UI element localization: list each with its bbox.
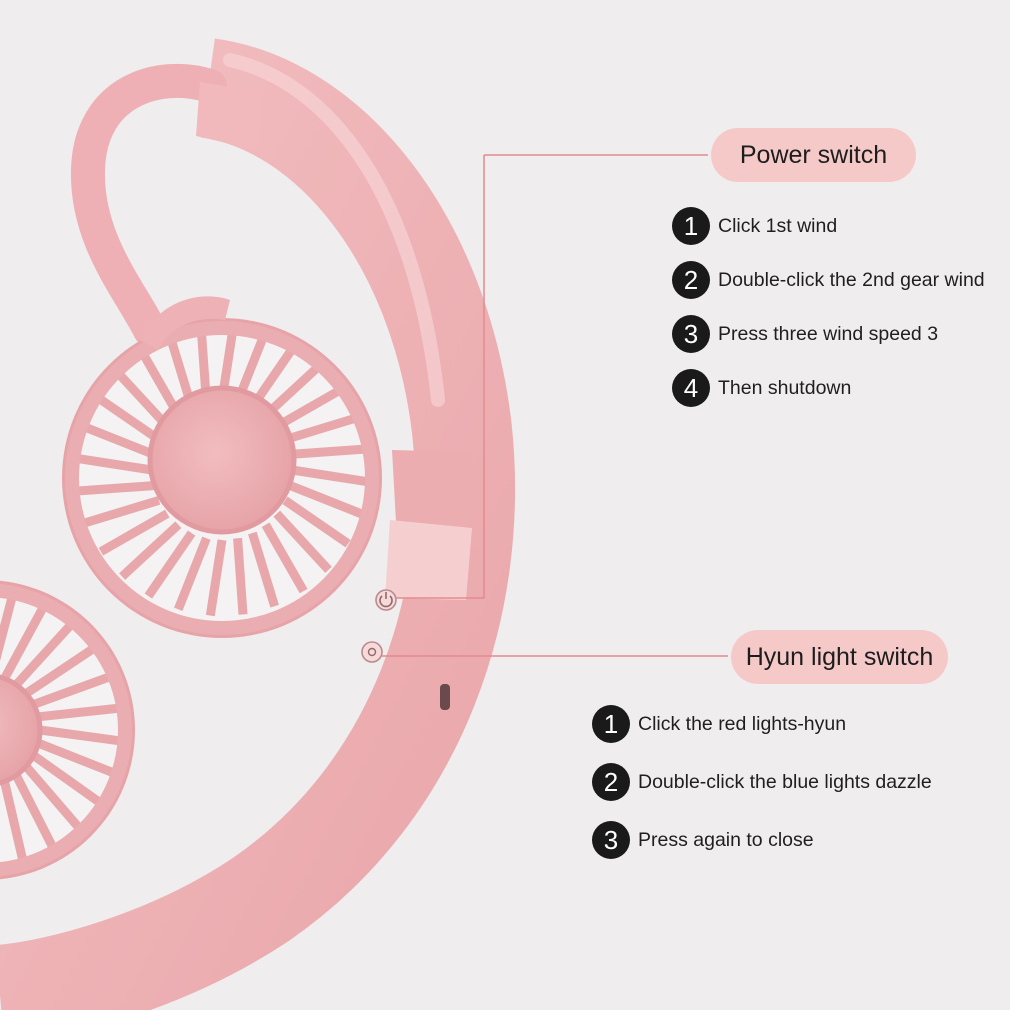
step-number-badge: 1	[672, 207, 710, 245]
list-item: 2 Double-click the 2nd gear wind	[672, 261, 985, 299]
fan-blade-rib	[136, 346, 183, 418]
power-leader-line-vertical	[396, 155, 485, 599]
fan-blade-rib	[12, 622, 74, 688]
fan-blade-rib	[22, 763, 82, 831]
step-number-badge: 2	[592, 763, 630, 801]
fan-blade-rib	[282, 496, 351, 548]
step-number-badge: 2	[672, 261, 710, 299]
fan-blade-rib	[0, 596, 17, 662]
step-text: Press three wind speed 3	[718, 322, 939, 345]
hyun-steps-list: 1 Click the red lights-hyun 2 Double-cli…	[592, 705, 932, 879]
fan-blade-rib	[12, 773, 57, 849]
control-collar-light	[385, 520, 472, 600]
fan-blade-rib	[31, 751, 102, 806]
fan-blade-rib	[75, 453, 153, 475]
fan-blade-rib	[37, 703, 119, 722]
step-number-badge: 3	[672, 315, 710, 353]
power-steps-list: 1 Click 1st wind 2 Double-click the 2nd …	[672, 207, 985, 423]
fan-blade-rib	[144, 530, 196, 599]
list-item: 2 Double-click the blue lights dazzle	[592, 763, 932, 801]
list-item: 3 Press again to close	[592, 821, 932, 859]
fan-blade-rib	[205, 539, 227, 617]
step-text: Press again to close	[638, 828, 814, 851]
fan-blade-rib	[32, 672, 111, 709]
fan-blade-rib	[273, 510, 332, 573]
fan-blade-rib	[98, 509, 170, 556]
fan-blade-rib	[112, 367, 171, 430]
step-text: Then shutdown	[718, 376, 852, 399]
step-number-badge: 1	[592, 705, 630, 743]
power-switch-label: Power switch	[711, 128, 916, 182]
fan-blade-rib	[93, 392, 162, 444]
list-item: 1 Click 1st wind	[672, 207, 985, 245]
charging-port	[440, 684, 450, 710]
sun-icon[interactable]	[361, 641, 383, 663]
fan-blade-rib	[0, 605, 47, 681]
fan-blade-rib	[0, 780, 28, 861]
fan-blade-rib	[174, 536, 211, 611]
fan-blade-rib	[84, 496, 161, 527]
list-item: 3 Press three wind speed 3	[672, 315, 985, 353]
neck-band-highlight	[223, 53, 445, 407]
fan-blade-rib	[288, 481, 363, 518]
fan-blade-rib	[274, 384, 346, 431]
fan-blade-rib	[119, 521, 182, 580]
fan-blade-rib	[248, 531, 279, 608]
fan-blade-rib	[23, 645, 96, 698]
fan-blade-rib	[291, 465, 369, 487]
step-text: Click 1st wind	[718, 214, 838, 237]
fan-blade-rib	[262, 360, 325, 419]
flex-neck-tube	[70, 63, 227, 347]
step-number-badge: 3	[592, 821, 630, 859]
fan-blade-rib	[81, 422, 156, 459]
fan-blade-rib	[261, 522, 308, 594]
list-item: 4 Then shutdown	[672, 369, 985, 407]
fan-blade-rib	[36, 738, 115, 777]
list-item: 1 Click the red lights-hyun	[592, 705, 932, 743]
flex-neck-end-cap	[196, 82, 262, 150]
upper-fan	[62, 296, 382, 638]
fan-blade-rib	[233, 537, 248, 615]
neck-band	[0, 38, 516, 1010]
fan-blade-rib	[289, 444, 367, 459]
fan-blade-rib	[39, 725, 121, 746]
power-icon[interactable]	[375, 589, 397, 611]
step-text: Double-click the blue lights dazzle	[638, 770, 932, 793]
step-text: Click the red lights-hyun	[638, 712, 847, 735]
lower-fan	[0, 580, 135, 880]
fan-blade-rib	[77, 481, 155, 496]
control-collar	[392, 450, 474, 530]
fan-blade-rib	[283, 413, 360, 444]
step-number-badge: 4	[672, 369, 710, 407]
step-text: Double-click the 2nd gear wind	[718, 268, 985, 291]
hyun-light-switch-label: Hyun light switch	[731, 630, 948, 684]
